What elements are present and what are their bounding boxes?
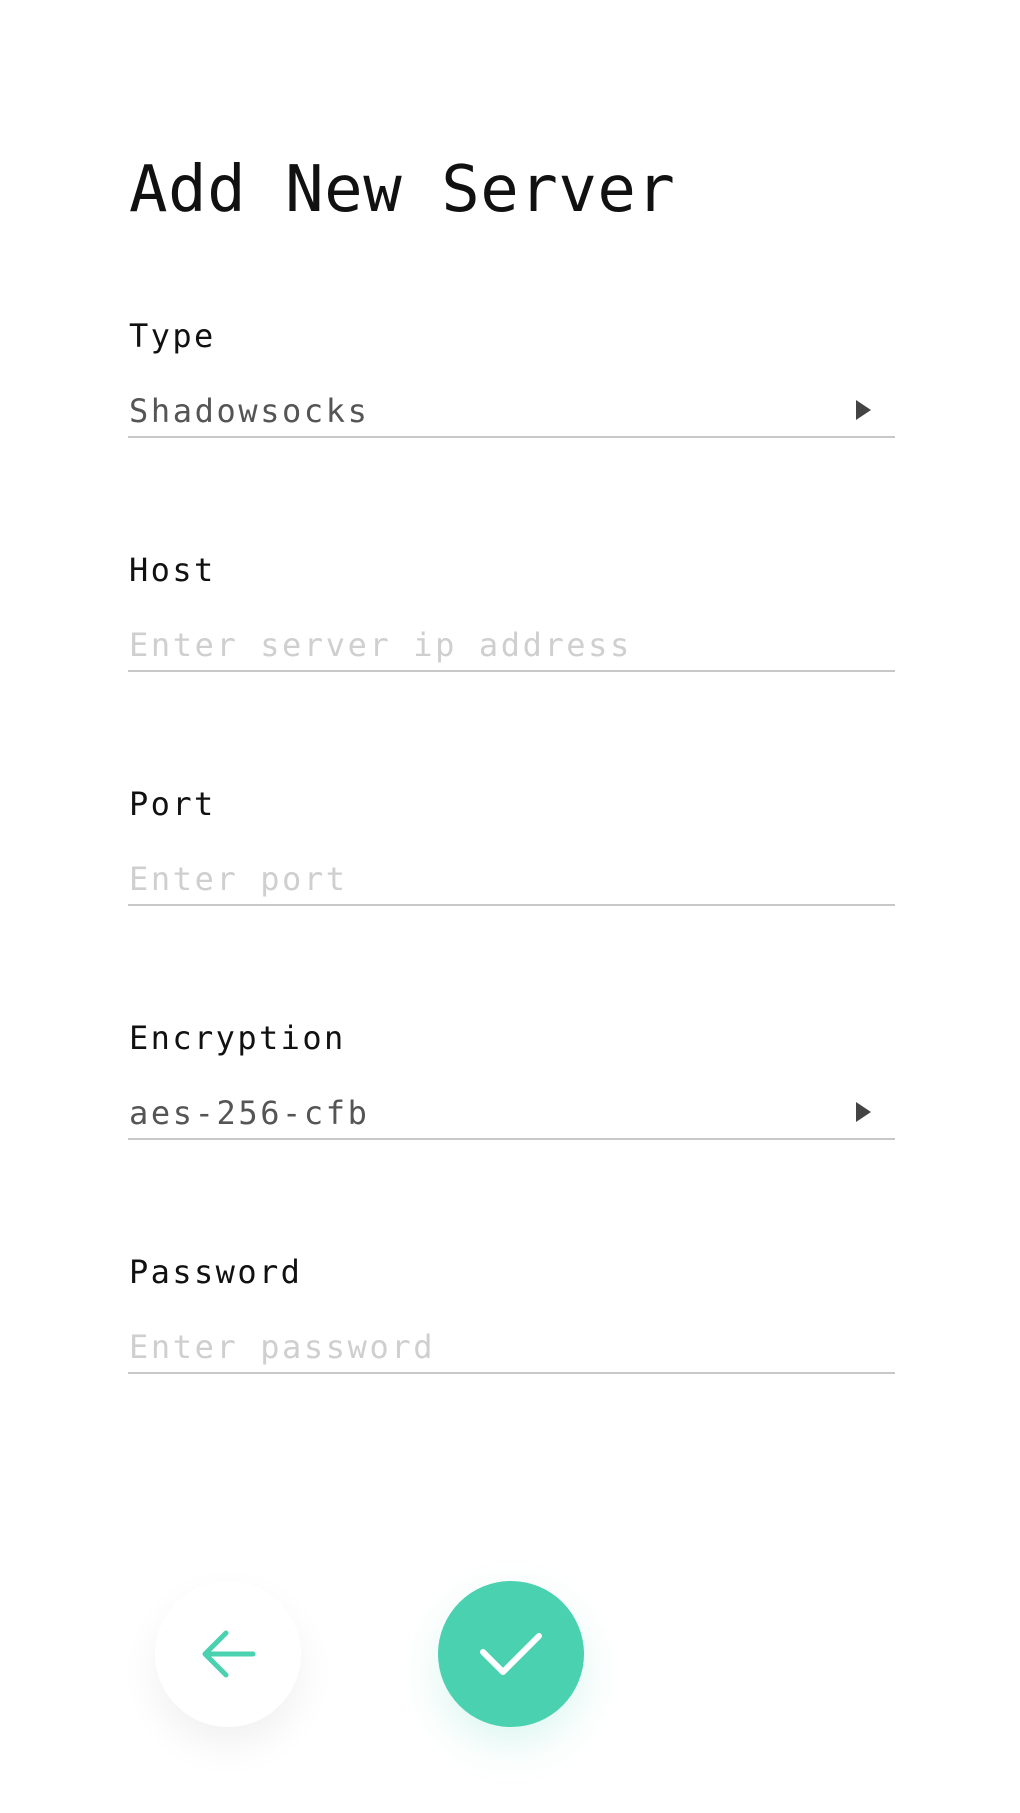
port-field: Port [128, 784, 895, 924]
divider [128, 1372, 895, 1374]
encryption-label: Encryption [129, 1019, 346, 1057]
check-icon [480, 1633, 542, 1675]
divider [128, 436, 895, 438]
type-select[interactable]: Type Shadowsocks [128, 316, 895, 456]
divider [128, 904, 895, 906]
arrow-left-icon [202, 1630, 256, 1678]
divider [128, 670, 895, 672]
password-label: Password [129, 1253, 303, 1291]
host-input[interactable] [129, 625, 829, 665]
password-input[interactable] [129, 1327, 829, 1367]
page-title: Add New Server [129, 153, 676, 227]
caret-right-icon[interactable] [856, 400, 871, 420]
port-label: Port [129, 785, 216, 823]
host-label: Host [129, 551, 216, 589]
type-value[interactable]: Shadowsocks [129, 392, 370, 430]
port-input[interactable] [129, 859, 829, 899]
confirm-button[interactable] [438, 1581, 584, 1727]
back-button[interactable] [155, 1581, 301, 1727]
encryption-value[interactable]: aes-256-cfb [129, 1094, 370, 1132]
divider [128, 1138, 895, 1140]
caret-right-icon[interactable] [856, 1102, 871, 1122]
password-field: Password [128, 1252, 895, 1392]
host-field: Host [128, 550, 895, 690]
type-label: Type [129, 317, 216, 355]
encryption-select[interactable]: Encryption aes-256-cfb [128, 1018, 895, 1158]
